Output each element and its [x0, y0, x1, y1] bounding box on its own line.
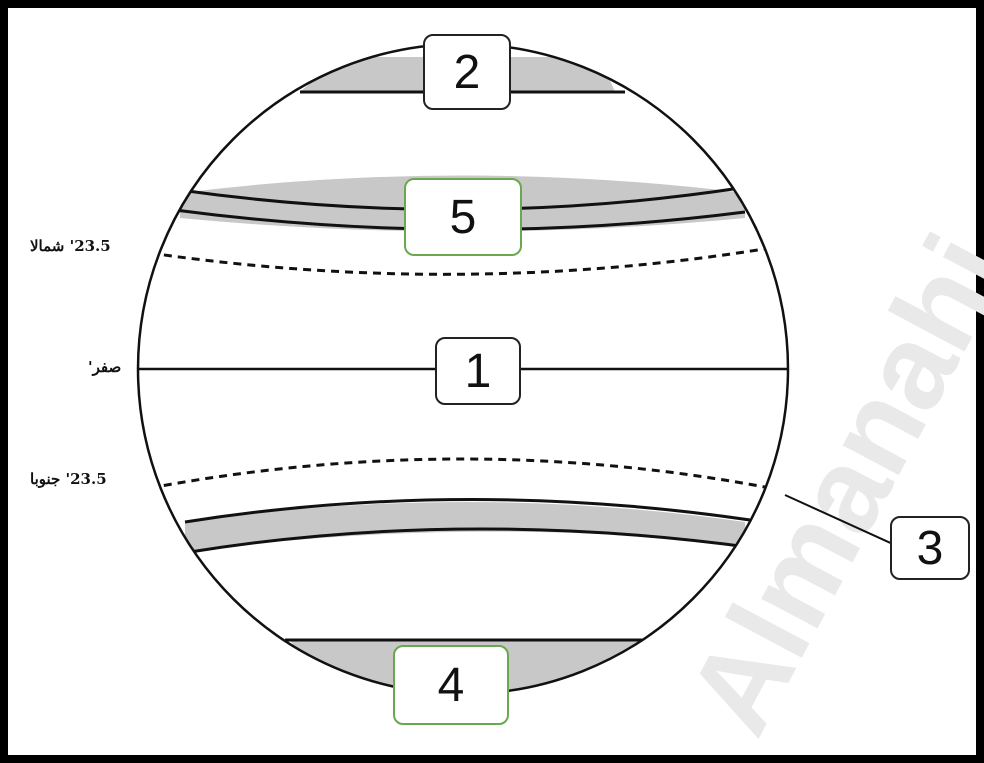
label-box-2: 2 — [423, 34, 511, 110]
tropic-of-cancer-line — [149, 246, 771, 276]
south-band — [184, 498, 756, 554]
latitude-label-equator: صفر' — [88, 358, 122, 376]
leader-line-3 — [784, 494, 896, 546]
label-box-4: 4 — [393, 645, 509, 725]
label-box-1: 1 — [435, 337, 521, 405]
label-box-5: 5 — [404, 178, 522, 256]
tropic-of-capricorn-line — [149, 457, 771, 490]
latitude-label-north: 23.5' شمالا — [30, 237, 111, 255]
latitude-label-south: 23.5' جنوبا — [30, 470, 107, 488]
label-box-3: 3 — [890, 516, 970, 580]
